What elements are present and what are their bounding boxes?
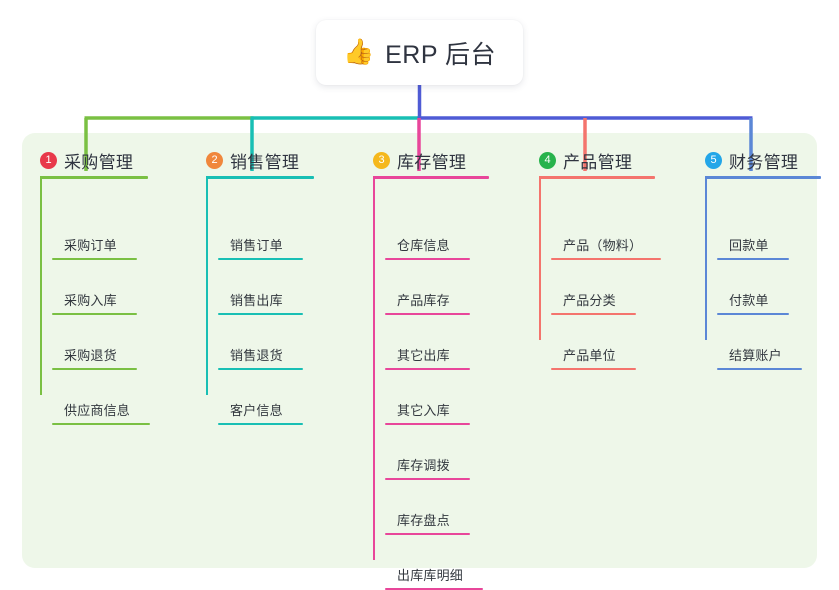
branch-item[interactable]: 库存调拨 — [385, 450, 470, 480]
branch-header-4[interactable]: 4 产品管理 — [523, 145, 632, 175]
branch-title-4: 产品管理 — [563, 152, 633, 172]
branch-item[interactable]: 供应商信息 — [52, 395, 150, 425]
branch-item-underline — [717, 313, 789, 315]
branch-item[interactable]: 库存盘点 — [385, 505, 470, 535]
branch-item[interactable]: 回款单 — [717, 230, 789, 260]
branch-header-2[interactable]: 2 销售管理 — [190, 145, 299, 175]
branch-item[interactable]: 其它出库 — [385, 340, 470, 370]
branch-item-label: 付款单 — [729, 293, 769, 308]
branch-item-underline — [385, 423, 470, 425]
branch-item-label: 出库库明细 — [397, 568, 464, 583]
branch-item-underline — [385, 478, 470, 480]
branch-underline-3 — [373, 176, 489, 179]
branch-item-underline — [52, 368, 137, 370]
branch-title-2: 销售管理 — [230, 152, 300, 172]
branch-item[interactable]: 采购退货 — [52, 340, 137, 370]
branch-4: 4 产品管理产品（物料） 产品分类产品单位 — [523, 145, 661, 370]
branch-item-label: 其它出库 — [397, 348, 450, 363]
branch-item-underline — [385, 368, 470, 370]
branch-badge-1: 1 — [40, 151, 57, 169]
branch-item-label: 销售订单 — [230, 238, 283, 253]
branch-item-label: 采购订单 — [64, 238, 117, 253]
branch-item-label: 库存调拨 — [397, 458, 450, 473]
branch-item[interactable]: 销售订单 — [218, 230, 303, 260]
branch-item-underline — [717, 258, 789, 260]
branch-item[interactable]: 采购入库 — [52, 285, 137, 315]
branch-item[interactable]: 销售出库 — [218, 285, 303, 315]
branch-item-label: 产品（物料） — [563, 238, 643, 253]
branch-underline-4 — [539, 176, 655, 179]
branch-item-underline — [551, 258, 661, 260]
branch-item[interactable]: 客户信息 — [218, 395, 303, 425]
branch-underline-1 — [40, 176, 148, 179]
diagram-background-panel — [22, 133, 817, 568]
branch-item-underline — [717, 368, 802, 370]
branch-item-underline — [551, 313, 636, 315]
branch-item[interactable]: 采购订单 — [52, 230, 137, 260]
branch-item-underline — [551, 368, 636, 370]
branch-item[interactable]: 其它入库 — [385, 395, 470, 425]
branch-item[interactable]: 产品库存 — [385, 285, 470, 315]
branch-item-underline — [218, 313, 303, 315]
thumbs-up-icon: 👍 — [342, 38, 375, 66]
branch-badge-5: 5 — [705, 151, 722, 169]
branch-header-1[interactable]: 1 采购管理 — [24, 145, 133, 175]
branch-item-label: 产品单位 — [563, 348, 616, 363]
branch-3: 3 库存管理仓库信息产品库存其它出库其它入库库存调拨库存盘点出库库明细 — [357, 145, 489, 590]
branch-item-label: 其它入库 — [397, 403, 450, 418]
branch-item-label: 产品分类 — [563, 293, 616, 308]
branch-title-3: 库存管理 — [397, 152, 467, 172]
branch-item-underline — [385, 313, 470, 315]
branch-header-5[interactable]: 5 财务管理 — [689, 145, 798, 175]
branch-item-label: 销售出库 — [230, 293, 283, 308]
branch-item-underline — [385, 258, 470, 260]
branch-item-label: 供应商信息 — [64, 403, 131, 418]
branch-item-underline — [218, 368, 303, 370]
branch-1: 1 采购管理采购订单采购入库采购退货供应商信息 — [24, 145, 150, 425]
branch-item[interactable]: 结算账户 — [717, 340, 802, 370]
branch-item[interactable]: 付款单 — [717, 285, 789, 315]
branch-item[interactable]: 产品分类 — [551, 285, 636, 315]
branch-item-underline — [52, 313, 137, 315]
branch-item-label: 库存盘点 — [397, 513, 450, 528]
branch-item-underline — [52, 423, 150, 425]
branch-2: 2 销售管理销售订单销售出库销售退货客户信息 — [190, 145, 314, 425]
branch-item[interactable]: 销售退货 — [218, 340, 303, 370]
branch-badge-2: 2 — [206, 151, 223, 169]
root-node[interactable]: 👍 ERP 后台 — [316, 20, 523, 85]
branch-item-label: 结算账户 — [729, 348, 782, 363]
branch-badge-3: 3 — [373, 151, 390, 169]
branch-5: 5 财务管理回款单付款单结算账户 — [689, 145, 821, 370]
branch-item-underline — [218, 258, 303, 260]
branch-title-1: 采购管理 — [64, 152, 134, 172]
branch-item[interactable]: 产品单位 — [551, 340, 636, 370]
root-title: ERP 后台 — [385, 40, 497, 69]
branch-underline-2 — [206, 176, 314, 179]
branch-badge-4: 4 — [539, 151, 556, 169]
branch-item-label: 采购退货 — [64, 348, 117, 363]
branch-item-label: 客户信息 — [230, 403, 283, 418]
branch-item-label: 销售退货 — [230, 348, 283, 363]
branch-item-label: 产品库存 — [397, 293, 450, 308]
branch-item-underline — [52, 258, 137, 260]
branch-item[interactable]: 出库库明细 — [385, 560, 483, 590]
branch-title-5: 财务管理 — [729, 152, 799, 172]
branch-item-label: 采购入库 — [64, 293, 117, 308]
branch-item-label: 回款单 — [729, 238, 769, 253]
branch-item-label: 仓库信息 — [397, 238, 450, 253]
branch-underline-5 — [705, 176, 821, 179]
branch-item[interactable]: 产品（物料） — [551, 230, 661, 260]
branch-item-underline — [385, 533, 470, 535]
branch-item-underline — [218, 423, 303, 425]
branch-item[interactable]: 仓库信息 — [385, 230, 470, 260]
branch-header-3[interactable]: 3 库存管理 — [357, 145, 466, 175]
